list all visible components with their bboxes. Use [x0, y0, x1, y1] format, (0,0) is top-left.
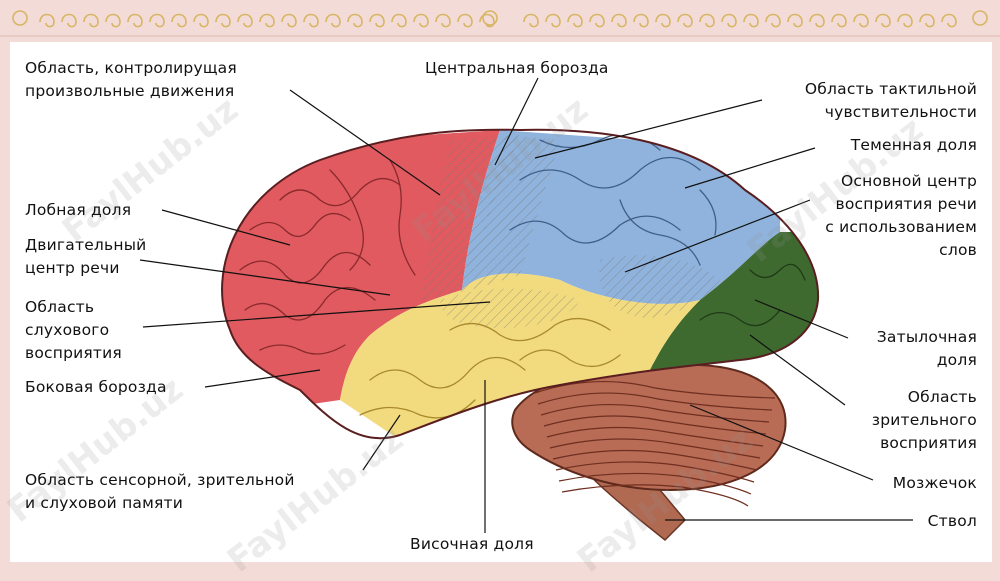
ornament-knot	[972, 10, 988, 26]
cerebellum-fold	[558, 472, 752, 495]
frontal-gyrus	[249, 213, 351, 237]
label-parietal-lobe: Теменная доля	[850, 136, 977, 154]
parietal-gyrus	[619, 199, 701, 266]
ornament-swirl	[853, 13, 869, 28]
temporal-gyrus	[449, 318, 611, 342]
cerebellum-fold	[540, 403, 770, 423]
ornament-swirl	[567, 13, 583, 28]
frontal-gyrus	[389, 159, 416, 276]
ornament-swirl	[127, 13, 143, 28]
ornament-swirl	[347, 13, 363, 28]
ornament-swirl	[699, 13, 715, 28]
cerebellum-fold	[555, 461, 755, 483]
ornament-knot	[12, 10, 28, 26]
ornament-swirl	[61, 13, 77, 28]
ornament-swirl	[149, 13, 165, 28]
parietal-gyrus	[509, 215, 681, 244]
ornament-swirl	[369, 13, 385, 28]
ornament-swirl	[457, 13, 473, 28]
ornament-swirl	[919, 13, 935, 28]
cerebellum-fold	[537, 392, 773, 411]
frontal-lobe	[222, 130, 500, 420]
ornament-swirl	[435, 13, 451, 28]
label-motor-speech: Двигательный центр речи	[25, 236, 147, 277]
brain-outline	[221, 128, 820, 440]
frontal-gyrus	[279, 178, 401, 207]
label-cerebellum: Мозжечок	[892, 474, 977, 492]
brain-diagram	[139, 77, 913, 542]
label-temporal-lobe: Височная доля	[410, 535, 534, 553]
cerebellum-fold	[543, 415, 767, 435]
frontal-gyrus	[329, 169, 364, 271]
frontal-gyrus	[244, 287, 376, 321]
cerebellum-fold	[549, 438, 761, 459]
label-tactile-area: Область тактильной чувствительности	[804, 80, 977, 121]
ornament-swirl	[721, 13, 737, 28]
ornament-knot	[482, 10, 498, 26]
ornament-swirl	[611, 13, 627, 28]
label-occipital-lobe: Затылочная доля	[876, 328, 977, 369]
ornament-swirl	[281, 13, 297, 28]
label-motor-area: Область, контролирущая произвольные движ…	[25, 59, 237, 100]
ornament-swirl	[259, 13, 275, 28]
ornament-swirl	[303, 13, 319, 28]
occipital-gyrus	[699, 309, 781, 327]
ornament-swirl	[105, 13, 121, 28]
ornament-swirl	[215, 13, 231, 28]
label-speech-center: Основной центр восприятия речи с использ…	[825, 172, 977, 259]
occipital-gyrus	[749, 263, 806, 281]
ornament-swirl	[875, 13, 891, 28]
ornament-swirl	[831, 13, 847, 28]
ornament-swirl	[193, 13, 209, 28]
ornament-swirl	[523, 13, 539, 28]
auditory-hatch	[440, 288, 580, 329]
ornament-swirl	[391, 13, 407, 28]
ornament-swirl	[655, 13, 671, 28]
temporal-gyrus	[369, 357, 526, 389]
ornament-swirl	[83, 13, 99, 28]
label-frontal-lobe: Лобная доля	[25, 201, 132, 219]
ornament-swirl	[237, 13, 253, 28]
label-central-sulcus: Центральная борозда	[425, 59, 609, 77]
ornament-swirl	[633, 13, 649, 28]
label-visual-area: Область зрительного восприятия	[871, 388, 977, 452]
ornament-swirl	[941, 13, 957, 28]
ornament-border	[0, 10, 1000, 37]
motor-hatch	[420, 135, 520, 300]
ornament-swirl	[765, 13, 781, 28]
label-lateral-sulcus: Боковая борозда	[25, 378, 167, 396]
temporal-lobe	[340, 273, 700, 439]
ornament-swirl	[545, 13, 561, 28]
label-memory-area: Область сенсорной, зрительной и слуховой…	[25, 471, 295, 512]
parietal-gyrus	[519, 157, 701, 189]
ornament-swirl	[325, 13, 341, 28]
temporal-gyrus	[519, 349, 621, 367]
ornament-banner	[0, 0, 1000, 38]
ornament-swirl	[413, 13, 429, 28]
cerebellum-fold	[546, 426, 764, 447]
cerebellum-fold	[534, 380, 776, 399]
ornament-swirl	[743, 13, 759, 28]
ornament-swirl	[39, 13, 55, 28]
frontal-gyrus	[259, 344, 346, 355]
cerebellum-fold	[561, 484, 749, 507]
label-brainstem: Ствол	[927, 512, 977, 530]
cerebellum-fold	[552, 449, 758, 471]
ornament-swirl	[809, 13, 825, 28]
ornament-swirl	[589, 13, 605, 28]
ornament-swirl	[787, 13, 803, 28]
tactile-hatch	[470, 135, 560, 290]
ornament-swirl	[677, 13, 693, 28]
ornament-swirl	[171, 13, 187, 28]
parietal-gyrus	[699, 189, 717, 236]
label-auditory-area: Область слухового восприятия	[25, 298, 122, 362]
leader-lines	[139, 77, 913, 533]
cerebellum-folia	[534, 380, 776, 507]
ornament-swirl	[897, 13, 913, 28]
